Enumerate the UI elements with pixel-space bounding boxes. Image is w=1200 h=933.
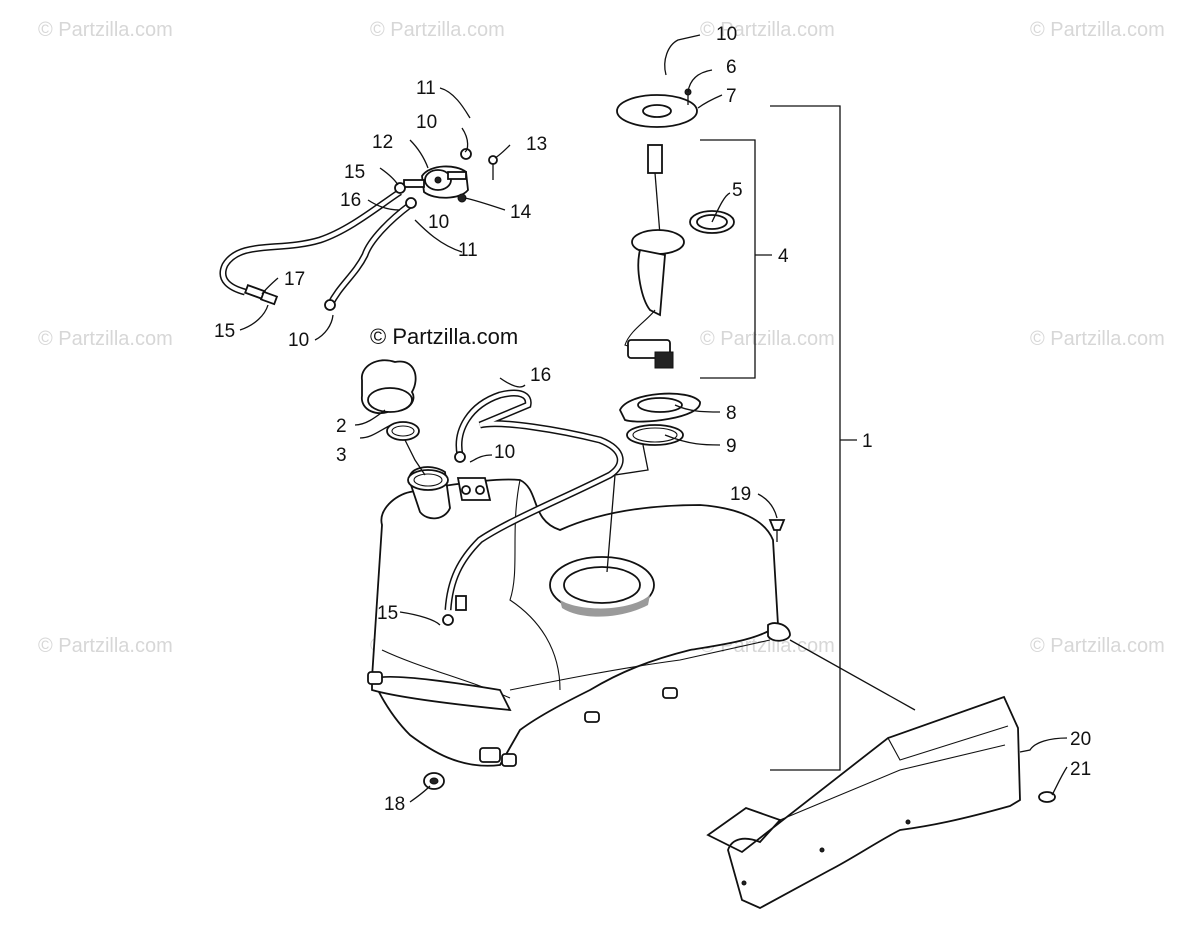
heat-shield xyxy=(706,695,1056,910)
callout-15-top: 15 xyxy=(344,162,365,183)
callout-13: 13 xyxy=(526,134,547,155)
bracket-4 xyxy=(700,139,772,379)
left-hoses xyxy=(219,182,417,311)
callout-21: 21 xyxy=(1070,759,1091,780)
watermark: © Partzilla.com xyxy=(38,328,173,350)
callout-14: 14 xyxy=(510,202,532,223)
leader-lines xyxy=(239,34,1068,803)
callout-12: 12 xyxy=(372,132,393,153)
callout-10-tank: 10 xyxy=(494,442,515,463)
callout-2: 2 xyxy=(336,416,347,437)
callout-10-valve: 10 xyxy=(416,112,437,133)
callouts: 1 2 3 4 5 6 7 8 9 10 10 10 10 10 11 11 1… xyxy=(214,24,1091,815)
fuel-tank xyxy=(367,478,791,767)
callout-16-top: 16 xyxy=(340,190,361,211)
callout-9: 9 xyxy=(726,436,737,457)
callout-11-top: 11 xyxy=(416,78,436,99)
callout-19: 19 xyxy=(730,484,751,505)
callout-10-mid: 10 xyxy=(428,212,449,233)
fuel-cap xyxy=(361,359,420,441)
filler-neck xyxy=(407,466,492,520)
callout-8: 8 xyxy=(726,403,737,424)
callout-3: 3 xyxy=(336,445,347,466)
watermark: © Partzilla.com xyxy=(700,19,835,41)
vent-valve xyxy=(403,148,498,203)
watermark: © Partzilla.com xyxy=(1030,328,1165,350)
callout-15-tank: 15 xyxy=(377,603,398,624)
callout-5: 5 xyxy=(732,180,743,201)
callout-6: 6 xyxy=(726,57,737,78)
callout-18: 18 xyxy=(384,794,405,815)
callout-11-mid: 11 xyxy=(458,240,478,261)
watermark: © Partzilla.com xyxy=(38,19,173,41)
credit-text: © Partzilla.com xyxy=(370,324,518,349)
watermark: © Partzilla.com xyxy=(1030,635,1165,657)
watermark: © Partzilla.com xyxy=(700,328,835,350)
callout-10-left: 10 xyxy=(288,330,309,351)
watermark: © Partzilla.com xyxy=(370,19,505,41)
upper-hose xyxy=(473,25,668,146)
drain-plug xyxy=(423,772,445,790)
callout-15-left: 15 xyxy=(214,321,235,342)
pump-ring-gasket xyxy=(619,392,701,446)
callout-4: 4 xyxy=(778,246,789,267)
callout-7: 7 xyxy=(726,86,737,107)
push-rivet xyxy=(768,519,786,542)
callout-16-tank: 16 xyxy=(530,365,551,386)
pump-assembly xyxy=(616,88,735,369)
bracket-1 xyxy=(770,105,857,771)
callout-20: 20 xyxy=(1070,729,1091,750)
watermark: © Partzilla.com xyxy=(38,635,173,657)
callout-17: 17 xyxy=(284,269,305,290)
callout-1: 1 xyxy=(862,431,873,452)
watermark: © Partzilla.com xyxy=(1030,19,1165,41)
callout-10-top: 10 xyxy=(716,24,737,45)
tank-hose xyxy=(442,389,624,626)
